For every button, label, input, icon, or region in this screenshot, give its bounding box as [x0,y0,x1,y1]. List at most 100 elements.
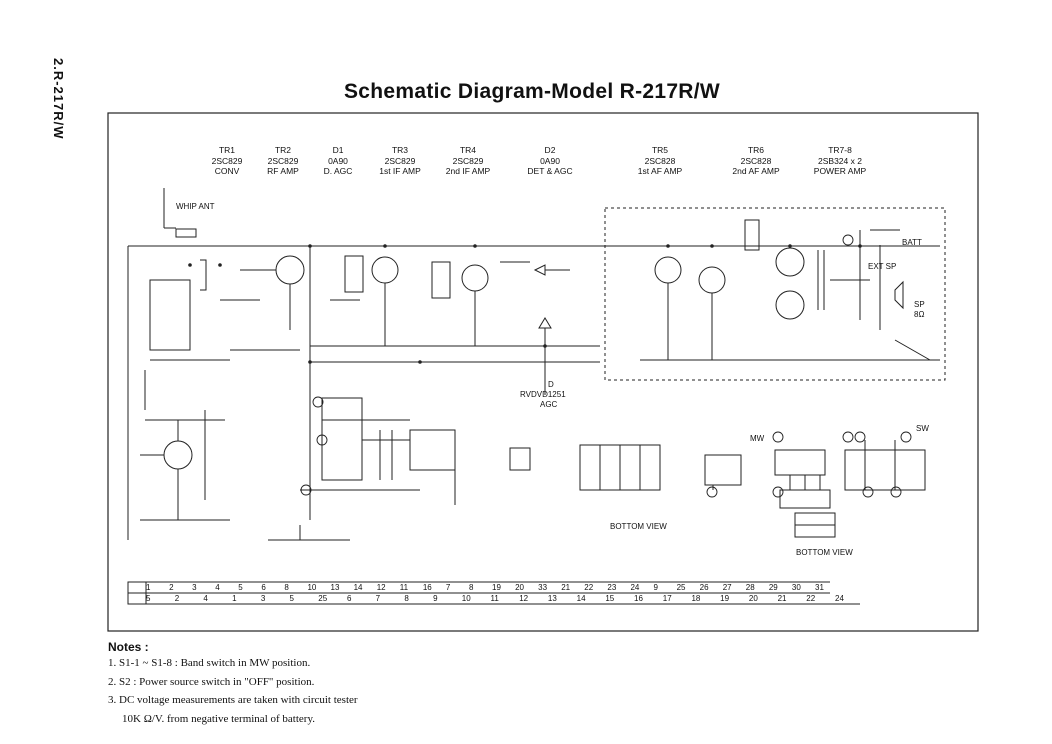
terminal-number: 27 [722,583,732,592]
terminal-number: 21 [777,594,787,603]
terminal-number: 28 [745,583,755,592]
terminal-number: 8 [284,583,289,592]
terminal-number: 1 [232,594,237,603]
stage-part: 2SB324 x 2 [818,155,862,166]
terminal-number: 20 [515,583,524,592]
terminal-number: 5 [146,594,151,603]
note-line-1: 1. S1-1 ~ S1-8 : Band switch in MW posit… [108,657,311,669]
page-title: Schematic Diagram-Model R-217R/W [344,80,721,103]
terminal-number: 22 [584,583,594,592]
terminal-number: 24 [835,594,844,603]
stage-ref: D1 [332,145,344,155]
stage-part: 2SC829 [211,155,243,166]
terminal-number: 11 [490,594,499,603]
bottom-view-label-right: BOTTOM VIEW [796,548,853,557]
notes-title: Notes : [108,640,149,654]
stage-ref: TR7-8 [828,145,852,155]
terminal-number: 14 [576,594,586,603]
agc-diode-label: RVDVD1251 [520,390,566,399]
stage-role: RF AMP [267,166,299,176]
stage-part: 2SC828 [740,155,772,166]
stage-role: CONV [214,166,240,176]
note-line-3: 3. DC voltage measurements are taken wit… [108,694,358,706]
notes-block: Notes : 1. S1-1 ~ S1-8 : Band switch in … [108,640,358,728]
terminal-number: 20 [748,594,758,603]
terminal-number: 21 [561,583,571,592]
terminal-number: 6 [261,583,266,592]
stage-role: 1st AF AMP [637,166,683,176]
stage-part: 2SC829 [384,155,416,166]
terminal-number: 8 [404,594,409,603]
stage-ref: TR5 [651,145,669,155]
terminal-number: 23 [607,583,617,592]
terminal-number: 16 [422,583,432,592]
stage-ref: TR6 [747,145,765,155]
terminal-number: 9 [433,594,438,603]
terminal-number: 8 [468,583,474,592]
bottom-view-label-left: BOTTOM VIEW [610,522,667,531]
terminal-number: 13 [547,594,557,603]
stage-ref: TR2 [274,145,292,155]
terminal-number: 19 [720,594,730,603]
terminal-number: 19 [492,583,501,592]
stage-role: DET & AGC [527,166,573,176]
battery-label: BATT [902,238,922,247]
stage-part: 0A90 [540,155,560,166]
terminal-number: 30 [791,583,801,592]
speaker-impedance-label: 8Ω [914,310,925,319]
terminal-number: 24 [630,583,640,592]
ext-speaker-label: EXT SP [868,262,897,271]
stage-ref: D2 [544,145,556,155]
terminal-number: 33 [538,583,548,592]
terminal-number: 14 [353,583,363,592]
terminal-number: 25 [318,594,328,603]
terminal-number: 5 [289,594,294,603]
stage-part: 2SC829 [267,155,299,166]
terminal-number: 10 [461,594,471,603]
terminal-number: 4 [203,594,208,603]
terminal-number: 25 [676,583,686,592]
terminal-number: 2 [174,594,180,603]
terminal-number: 31 [815,583,824,592]
stage-role: 2nd IF AMP [445,166,491,176]
terminal-number: 6 [346,594,352,603]
terminal-number: 3 [260,594,266,603]
terminal-number: 11 [399,583,409,592]
terminal-number: 4 [215,583,220,592]
terminal-number: 16 [634,594,643,603]
stage-ref: TR1 [218,145,236,155]
terminal-number: 13 [330,583,340,592]
terminal-number: 3 [192,583,197,592]
page-number-label: 2.R-217R/W [51,58,66,140]
stage-role: POWER AMP [813,166,867,176]
terminal-number: 17 [662,594,672,603]
stage-role: 2nd AF AMP [732,166,780,176]
stage-role: 1st IF AMP [379,166,421,176]
terminal-number: 22 [806,594,816,603]
terminal-number: 18 [691,594,701,603]
sw-label: SW [916,424,929,433]
terminal-number: 5 [238,583,243,592]
terminal-number: 10 [307,583,317,592]
stage-part: 2SC828 [644,155,676,166]
terminal-number: 15 [605,594,615,603]
stage-role: D. AGC [323,166,353,176]
note-line-2: 2. S2 : Power source switch in "OFF" pos… [108,675,315,688]
stage-part: 0A90 [328,155,348,166]
stage-part: 2SC829 [452,155,484,166]
terminal-number: 9 [653,583,658,592]
mw-label: MW [750,434,765,443]
terminal-number: 12 [519,594,529,603]
terminal-number: 26 [699,583,709,592]
terminal-number: 7 [445,583,451,592]
